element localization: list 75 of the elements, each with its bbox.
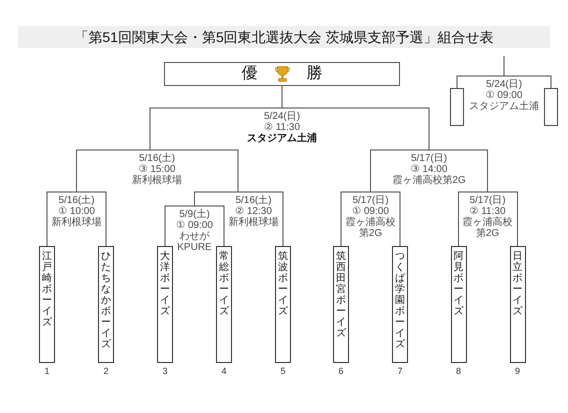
team-box [275, 246, 291, 363]
seed-number: 6 [337, 367, 344, 376]
match-time: ② 11:30 [264, 122, 300, 133]
team-box [216, 246, 232, 363]
seed-number: 7 [396, 367, 404, 376]
page-title: 「第51回関東大会・第5回東北選抜大会 茨城県支部予選」組合せ表 [18, 26, 550, 48]
seed-number: 2 [102, 367, 110, 376]
bracket-line [164, 206, 195, 246]
venue-name: 新利根球場 [228, 217, 278, 228]
match-date: 5/17(日) [352, 195, 389, 206]
bracket-line [370, 150, 430, 192]
bracket-line [238, 192, 284, 246]
team-box [333, 246, 349, 363]
bracket-line [504, 76, 552, 88]
team-name: 筑波ボーイズ [278, 251, 288, 319]
empty-team-box [450, 88, 464, 126]
seed-number: 8 [454, 367, 462, 376]
venue-name: 霞ヶ浦高校第2G [392, 175, 466, 186]
champion-label: 優 [242, 66, 258, 82]
seed-number: 1 [43, 367, 50, 376]
bracket-line [282, 108, 430, 150]
venue-name: スタジアム土浦 [469, 101, 539, 112]
match-date: 5/9(土) [179, 209, 210, 220]
team-name: ひたちなかボーイズ [101, 251, 111, 352]
venue-name: わせがKPURE [176, 231, 213, 253]
bracket-line [370, 192, 400, 246]
team-box [157, 246, 173, 363]
empty-team-box [544, 88, 558, 126]
bracket-line [194, 192, 238, 206]
team-name: つくば学園ボーイズ [395, 251, 405, 352]
bracket-line [340, 192, 371, 246]
venue-name: 新利根球場 [52, 217, 102, 228]
match-time: ③ 14:00 [410, 164, 448, 175]
team-box [39, 246, 55, 363]
bracket-line [456, 76, 504, 88]
bracket-line [487, 192, 518, 246]
match-time: ① 09:00 [486, 90, 522, 101]
venue-name: 霞ヶ浦高校第2G [344, 217, 396, 239]
team-name: 阿見ボーイズ [454, 251, 464, 319]
match-time: ① 09:00 [352, 206, 389, 217]
match-time: ① 10:00 [58, 206, 95, 217]
team-name: 江戸崎ボーイズ [42, 251, 52, 330]
match-time: ② 12:30 [235, 206, 272, 217]
champion-box [164, 62, 400, 86]
team-name: 日立ボーイズ [512, 251, 522, 319]
match-date: 5/24(日) [486, 79, 522, 90]
seed-number: 3 [161, 367, 168, 376]
venue-name: 霞ヶ浦高校第2G [462, 217, 514, 239]
venue-name: 新利根球場 [132, 175, 182, 186]
match-time: ③ 15:00 [138, 164, 176, 175]
team-box [392, 246, 408, 363]
team-name: 大洋ボーイズ [160, 251, 170, 319]
team-name: 筑西田宮ボーイズ [336, 251, 346, 341]
match-date: 5/17(日) [410, 153, 448, 164]
match-time: ① 09:00 [176, 220, 213, 231]
bracket-line [458, 192, 488, 246]
seed-number: 9 [514, 367, 521, 376]
seed-number: 4 [220, 367, 228, 376]
team-name: 常総ボーイズ [219, 251, 229, 319]
venue-name: スタジアム土浦 [247, 133, 317, 144]
champion-label: 勝 [306, 66, 322, 82]
match-date: 5/16(土) [235, 195, 272, 206]
team-box [510, 246, 526, 363]
match-date: 5/16(土) [138, 153, 176, 164]
match-date: 5/24(日) [264, 111, 300, 122]
seed-number: 5 [279, 367, 286, 376]
bracket-line [428, 150, 488, 192]
match-date: 5/17(日) [469, 195, 506, 206]
bracket-line [150, 150, 238, 192]
match-date: 5/16(土) [58, 195, 95, 206]
bracket-line [76, 192, 106, 246]
team-box [98, 246, 114, 363]
bracket-line [194, 206, 224, 246]
match-time: ② 11:30 [469, 206, 506, 217]
team-box [450, 246, 466, 363]
